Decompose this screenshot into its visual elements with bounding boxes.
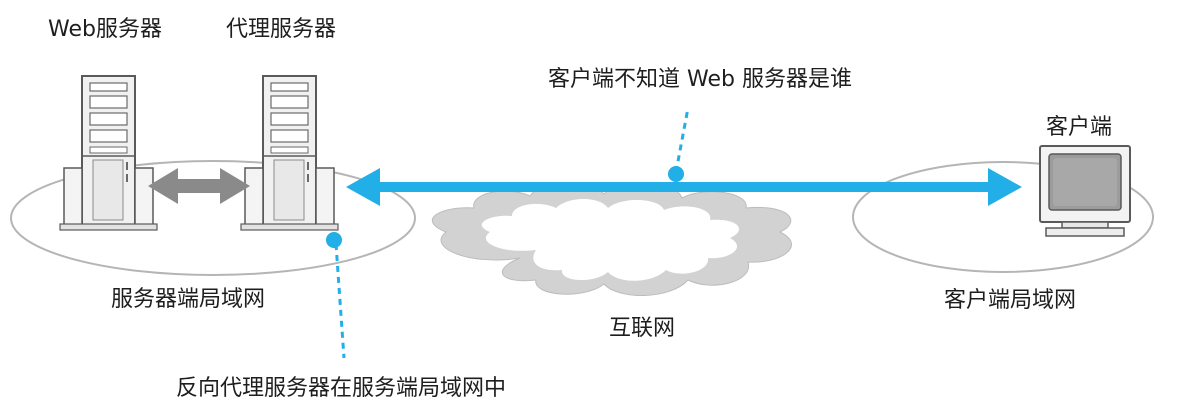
client-label: 客户端 [1046,115,1113,140]
internet-cloud-icon [431,182,792,297]
web-server-label: Web服务器 [48,17,162,42]
web-server-icon [59,75,158,231]
internet-label: 互联网 [609,316,676,341]
server-link-double-arrow [148,168,250,204]
client-lan-label: 客户端局域网 [944,288,1077,313]
reverse-proxy-callout [326,232,346,359]
client-unaware-label: 客户端不知道 Web 服务器是谁 [548,67,852,92]
server-lan-ellipse [10,160,416,276]
server-lan-label: 服务器端局域网 [111,287,266,312]
client-computer-icon [1039,145,1131,237]
client-lan-ellipse [852,161,1154,273]
proxy-server-label: 代理服务器 [226,17,337,42]
client-unaware-callout [668,107,690,182]
proxy-server-icon [240,75,339,231]
proxy-client-double-arrow [346,168,1022,206]
reverse-proxy-note-label: 反向代理服务器在服务端局域网中 [176,376,507,401]
